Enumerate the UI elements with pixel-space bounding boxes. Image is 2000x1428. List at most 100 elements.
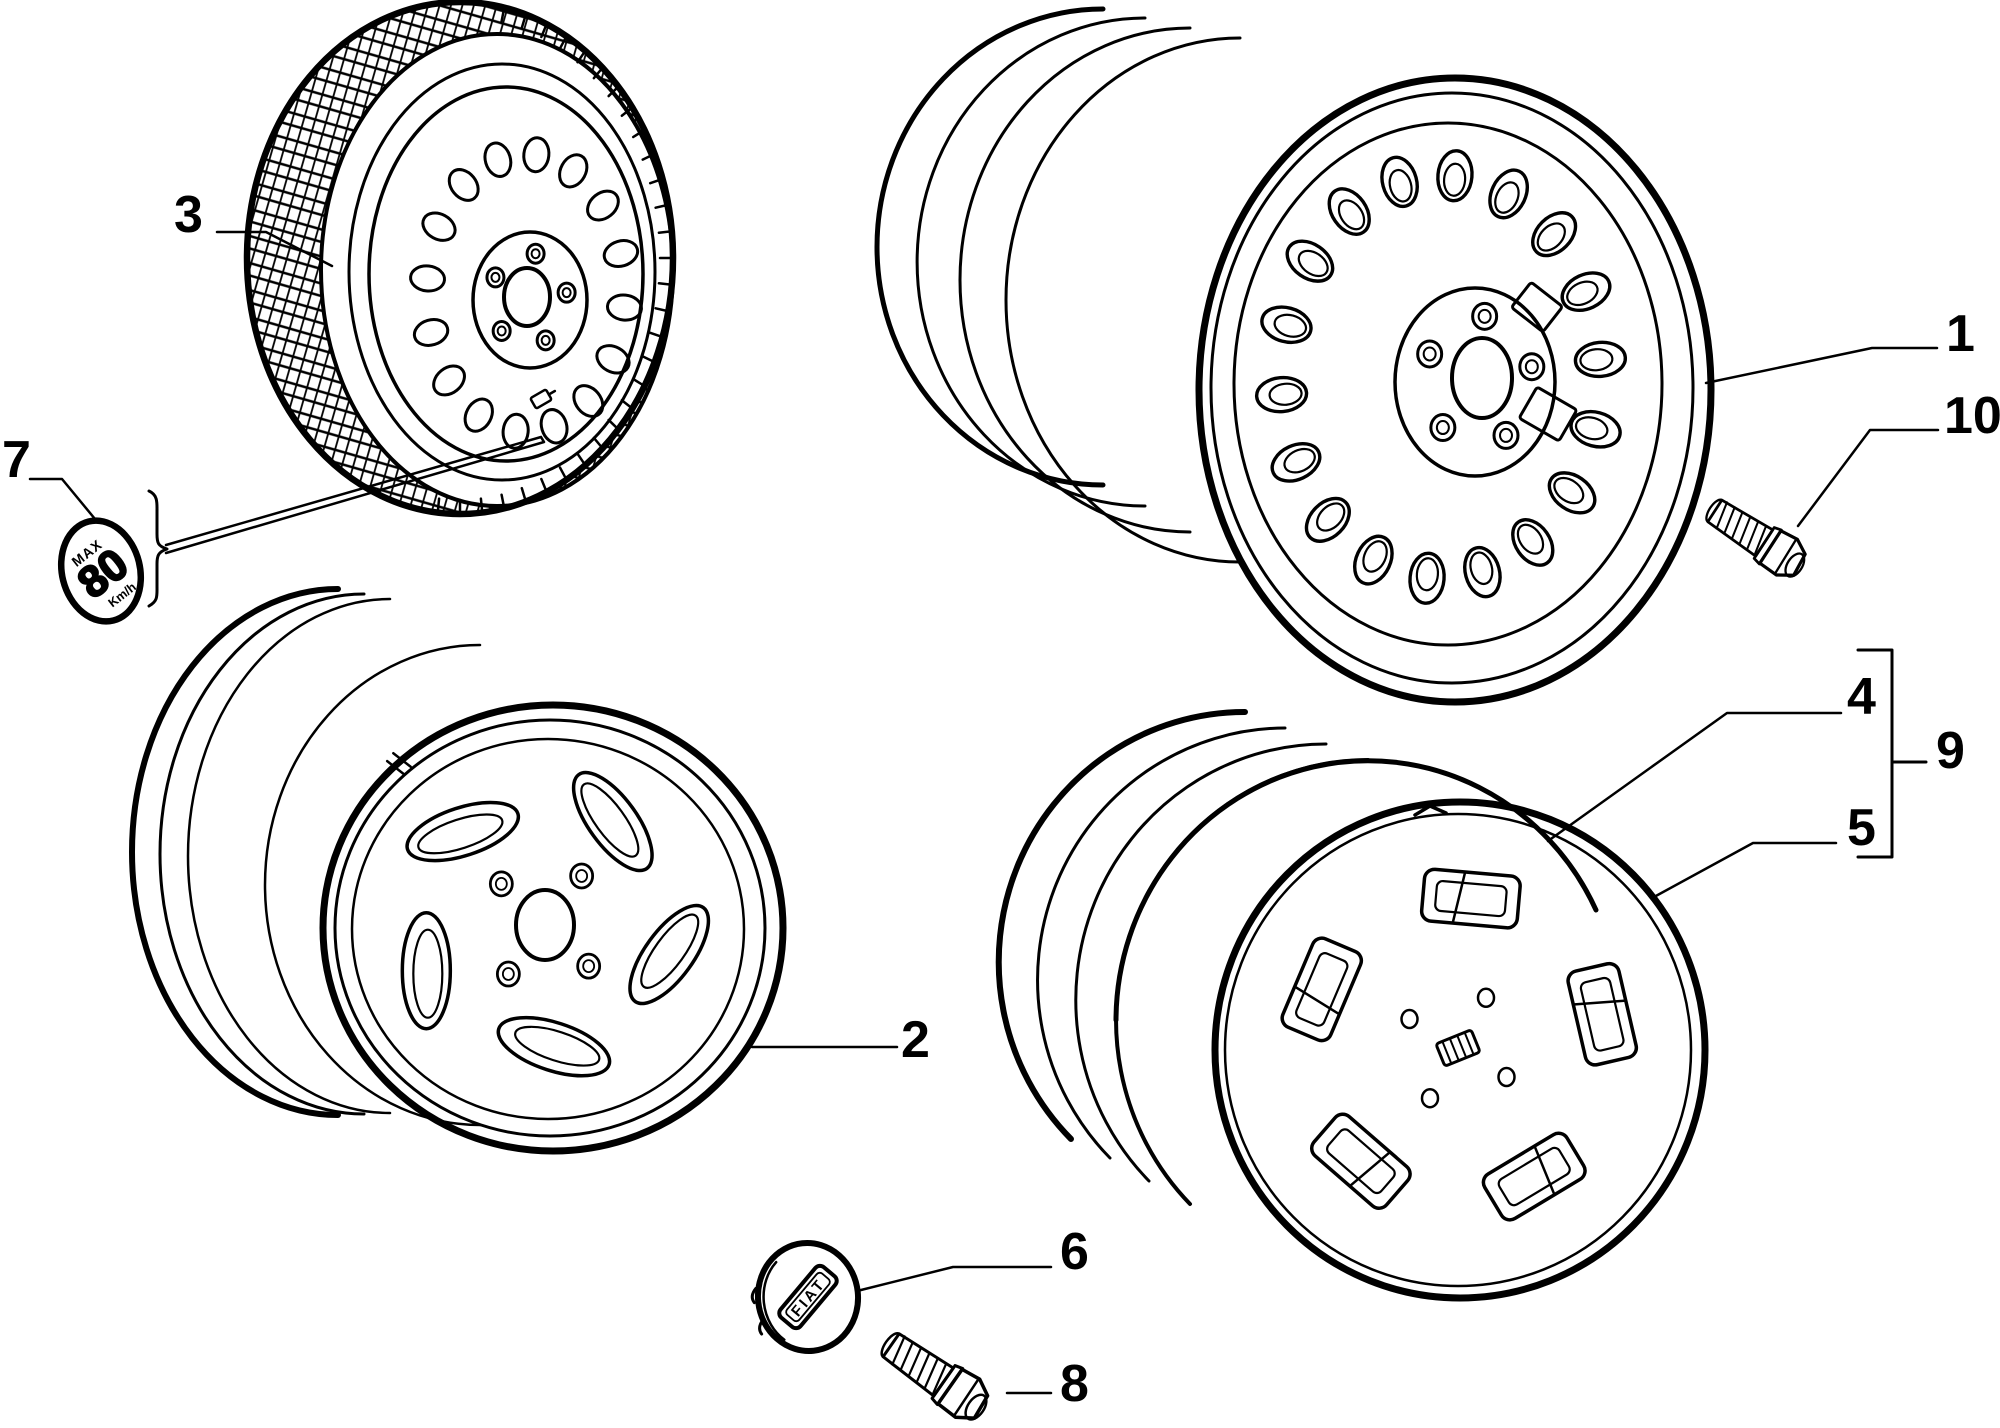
rim-barrel-arc xyxy=(958,26,1192,534)
bolt-head-facet xyxy=(1773,537,1798,576)
vent-hole xyxy=(1270,441,1322,483)
bolt-hole-inner xyxy=(582,959,596,974)
trim-opening-inner xyxy=(1434,879,1508,918)
bolt-hole-inner xyxy=(494,876,508,891)
hub-centre-bore xyxy=(514,888,576,962)
stud-hole xyxy=(485,266,506,289)
stud-hole-inner xyxy=(540,334,551,346)
spoke-opening xyxy=(628,903,711,1006)
hub-stud-holes xyxy=(1416,301,1546,450)
trim-centre-hole xyxy=(1476,987,1496,1009)
trim-opening-divider xyxy=(1572,999,1627,1006)
trim-opening xyxy=(1566,961,1639,1067)
vent-hole xyxy=(539,408,569,445)
vent-hole-inner xyxy=(1553,476,1585,505)
tread-tick xyxy=(631,128,646,139)
spoke-opening-outer xyxy=(496,1015,612,1078)
vent-hole xyxy=(1573,340,1628,379)
steel-wheel-rim xyxy=(874,6,1715,706)
cap-outline xyxy=(57,517,145,625)
tread-tick xyxy=(657,229,674,234)
bolt-hole xyxy=(495,960,521,988)
spoke-opening-inner xyxy=(412,928,444,1019)
trim-centre-hole xyxy=(1400,1008,1419,1030)
trim-opening xyxy=(1309,1112,1412,1210)
callout-9-label: 9 xyxy=(1936,722,1965,780)
trim-centre-hole xyxy=(1420,1087,1440,1109)
vent-hole-inner xyxy=(1516,523,1545,555)
vent-hole xyxy=(522,136,551,174)
bolt-thread xyxy=(1723,506,1736,535)
vent-hole-inner xyxy=(1388,168,1413,203)
vent-hole xyxy=(432,364,466,397)
cap-pointer-lines xyxy=(164,435,546,555)
wheel-face-flange xyxy=(333,718,767,1138)
spoke-opening xyxy=(405,800,521,863)
bolt-hole xyxy=(569,862,595,890)
bolt-holes xyxy=(488,862,602,988)
trim-vent-openings xyxy=(1280,867,1639,1222)
speed-limit-cap: MAX 80 Km/h xyxy=(57,517,145,625)
cap-clip xyxy=(758,1318,765,1336)
spoke-opening xyxy=(571,770,654,873)
tread-tick xyxy=(648,177,664,185)
callout-8-label: 8 xyxy=(1060,1355,1089,1413)
callout-4-label: 4 xyxy=(1847,668,1876,726)
tread-tick xyxy=(641,355,656,364)
vent-hole-inner xyxy=(1494,181,1520,214)
rim-barrel-arc xyxy=(874,6,1106,488)
tyre-sidewall-edge xyxy=(319,32,675,508)
vent-hole-inner xyxy=(1362,540,1388,573)
bolt-thread xyxy=(1730,511,1744,540)
trim-opening xyxy=(1419,867,1522,930)
vent-hole xyxy=(1511,518,1555,567)
vent-hole xyxy=(606,293,643,322)
bolt-hole xyxy=(576,952,602,980)
vent-hole xyxy=(1304,496,1351,543)
cap-side-wall xyxy=(762,1260,786,1341)
wheel-bolt xyxy=(880,1332,990,1421)
tread-tick xyxy=(520,13,528,30)
vent-hole-inner xyxy=(1566,280,1599,307)
tread-tick xyxy=(500,493,506,510)
callout-4-leader xyxy=(1546,711,1843,843)
vent-hole xyxy=(1488,168,1530,220)
wheel-with-trim xyxy=(995,709,1709,1302)
trim-opening-divider xyxy=(1348,1150,1392,1188)
callout-1-leader xyxy=(1704,346,1939,385)
tread-tick xyxy=(592,436,604,450)
hub-tab xyxy=(1518,386,1578,442)
vent-hole xyxy=(1560,271,1612,313)
spare-tyre-with-wheel xyxy=(243,0,677,518)
callout-3-leader xyxy=(215,230,334,268)
tread-tick xyxy=(631,377,646,388)
sidewall-ring xyxy=(347,62,657,482)
cap-brace xyxy=(147,435,546,608)
trim-opening-inner xyxy=(1295,952,1349,1027)
tread-tick xyxy=(540,477,548,494)
bolt-hole-inner xyxy=(501,967,515,981)
tread-tick xyxy=(558,466,568,481)
vent-hole-inner xyxy=(1297,249,1329,278)
trim-opening-outer xyxy=(1419,867,1522,930)
bolt-thread xyxy=(923,1358,939,1389)
trim-opening-divider xyxy=(1451,870,1467,925)
bolt-thread xyxy=(1738,516,1752,545)
vent-hole xyxy=(1285,239,1335,283)
spoke-opening-outer xyxy=(628,903,711,1006)
spoke-opening xyxy=(496,1015,612,1078)
stud-hole-inner xyxy=(490,271,501,283)
vent-hole xyxy=(1436,149,1474,203)
stud-hole-inner xyxy=(561,287,572,299)
stud-hole xyxy=(1416,339,1444,369)
vent-hole xyxy=(558,153,589,189)
hub-centre-bore xyxy=(1450,336,1514,420)
tread-tick xyxy=(558,35,568,50)
stud-hole xyxy=(1429,413,1457,443)
trim-opening-outer xyxy=(1309,1112,1412,1210)
tread-tick xyxy=(620,106,634,118)
bolt-thread xyxy=(932,1363,947,1395)
rim-barrel-arc xyxy=(1114,758,1370,1206)
rim-barrel-arc xyxy=(129,586,341,1118)
